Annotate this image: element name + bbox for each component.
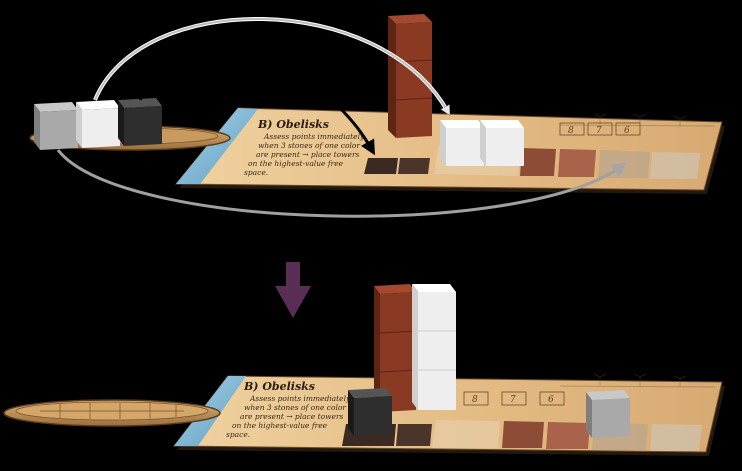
top-space-number-7: 7 — [596, 126, 602, 136]
bottom-white-obelisk — [412, 284, 456, 410]
top-black-stone — [118, 98, 162, 146]
top-board-white-stone-1 — [440, 120, 484, 166]
bottom-space-number-6: 6 — [548, 395, 554, 405]
top-space-2 — [398, 158, 430, 174]
top-rule-line-1: Assess points immediately — [263, 132, 365, 141]
top-rule-line-2: when 3 stones of one color — [258, 141, 360, 150]
bottom-space-number-7: 7 — [510, 395, 516, 405]
bottom-brown-obelisk — [374, 284, 417, 412]
bottom-rule-line-2: when 3 stones of one color — [244, 403, 346, 412]
top-rule-line-4: on the highest-value free — [248, 159, 344, 168]
bottom-gray-stone — [586, 390, 630, 438]
white-stone-arrow — [94, 17, 448, 112]
top-space-number-8: 8 — [568, 126, 574, 136]
top-rule-line-3: are present → place towers — [256, 150, 360, 159]
top-gray-stone — [34, 102, 78, 150]
bottom-rule-line-3: are present → place towers — [240, 412, 344, 421]
top-white-stone — [76, 100, 120, 148]
bottom-black-stone — [348, 388, 392, 436]
bottom-board-title: B) Obelisks — [243, 380, 315, 393]
gray-stone-arrow — [56, 149, 627, 218]
black-stone-arrow — [138, 58, 375, 156]
top-board-white-stone-2 — [480, 120, 524, 166]
bottom-rule-line-1: Assess points immediately — [249, 394, 351, 403]
bottom-space-number-8: 8 — [472, 395, 478, 405]
water-strip — [176, 108, 258, 184]
bottom-rule-line-5: space. — [226, 430, 250, 439]
top-brown-obelisk — [388, 14, 433, 138]
down-arrow-icon — [275, 262, 311, 318]
bottom-boat-empty — [3, 399, 221, 427]
top-space-brown — [520, 148, 556, 176]
top-board-title: B) Obelisks — [257, 118, 329, 131]
top-space-number-6: 6 — [624, 126, 630, 136]
bottom-rule-line-4: on the highest-value free — [232, 421, 328, 430]
top-rule-line-5: space. — [244, 168, 268, 177]
top-space-1 — [364, 158, 398, 174]
